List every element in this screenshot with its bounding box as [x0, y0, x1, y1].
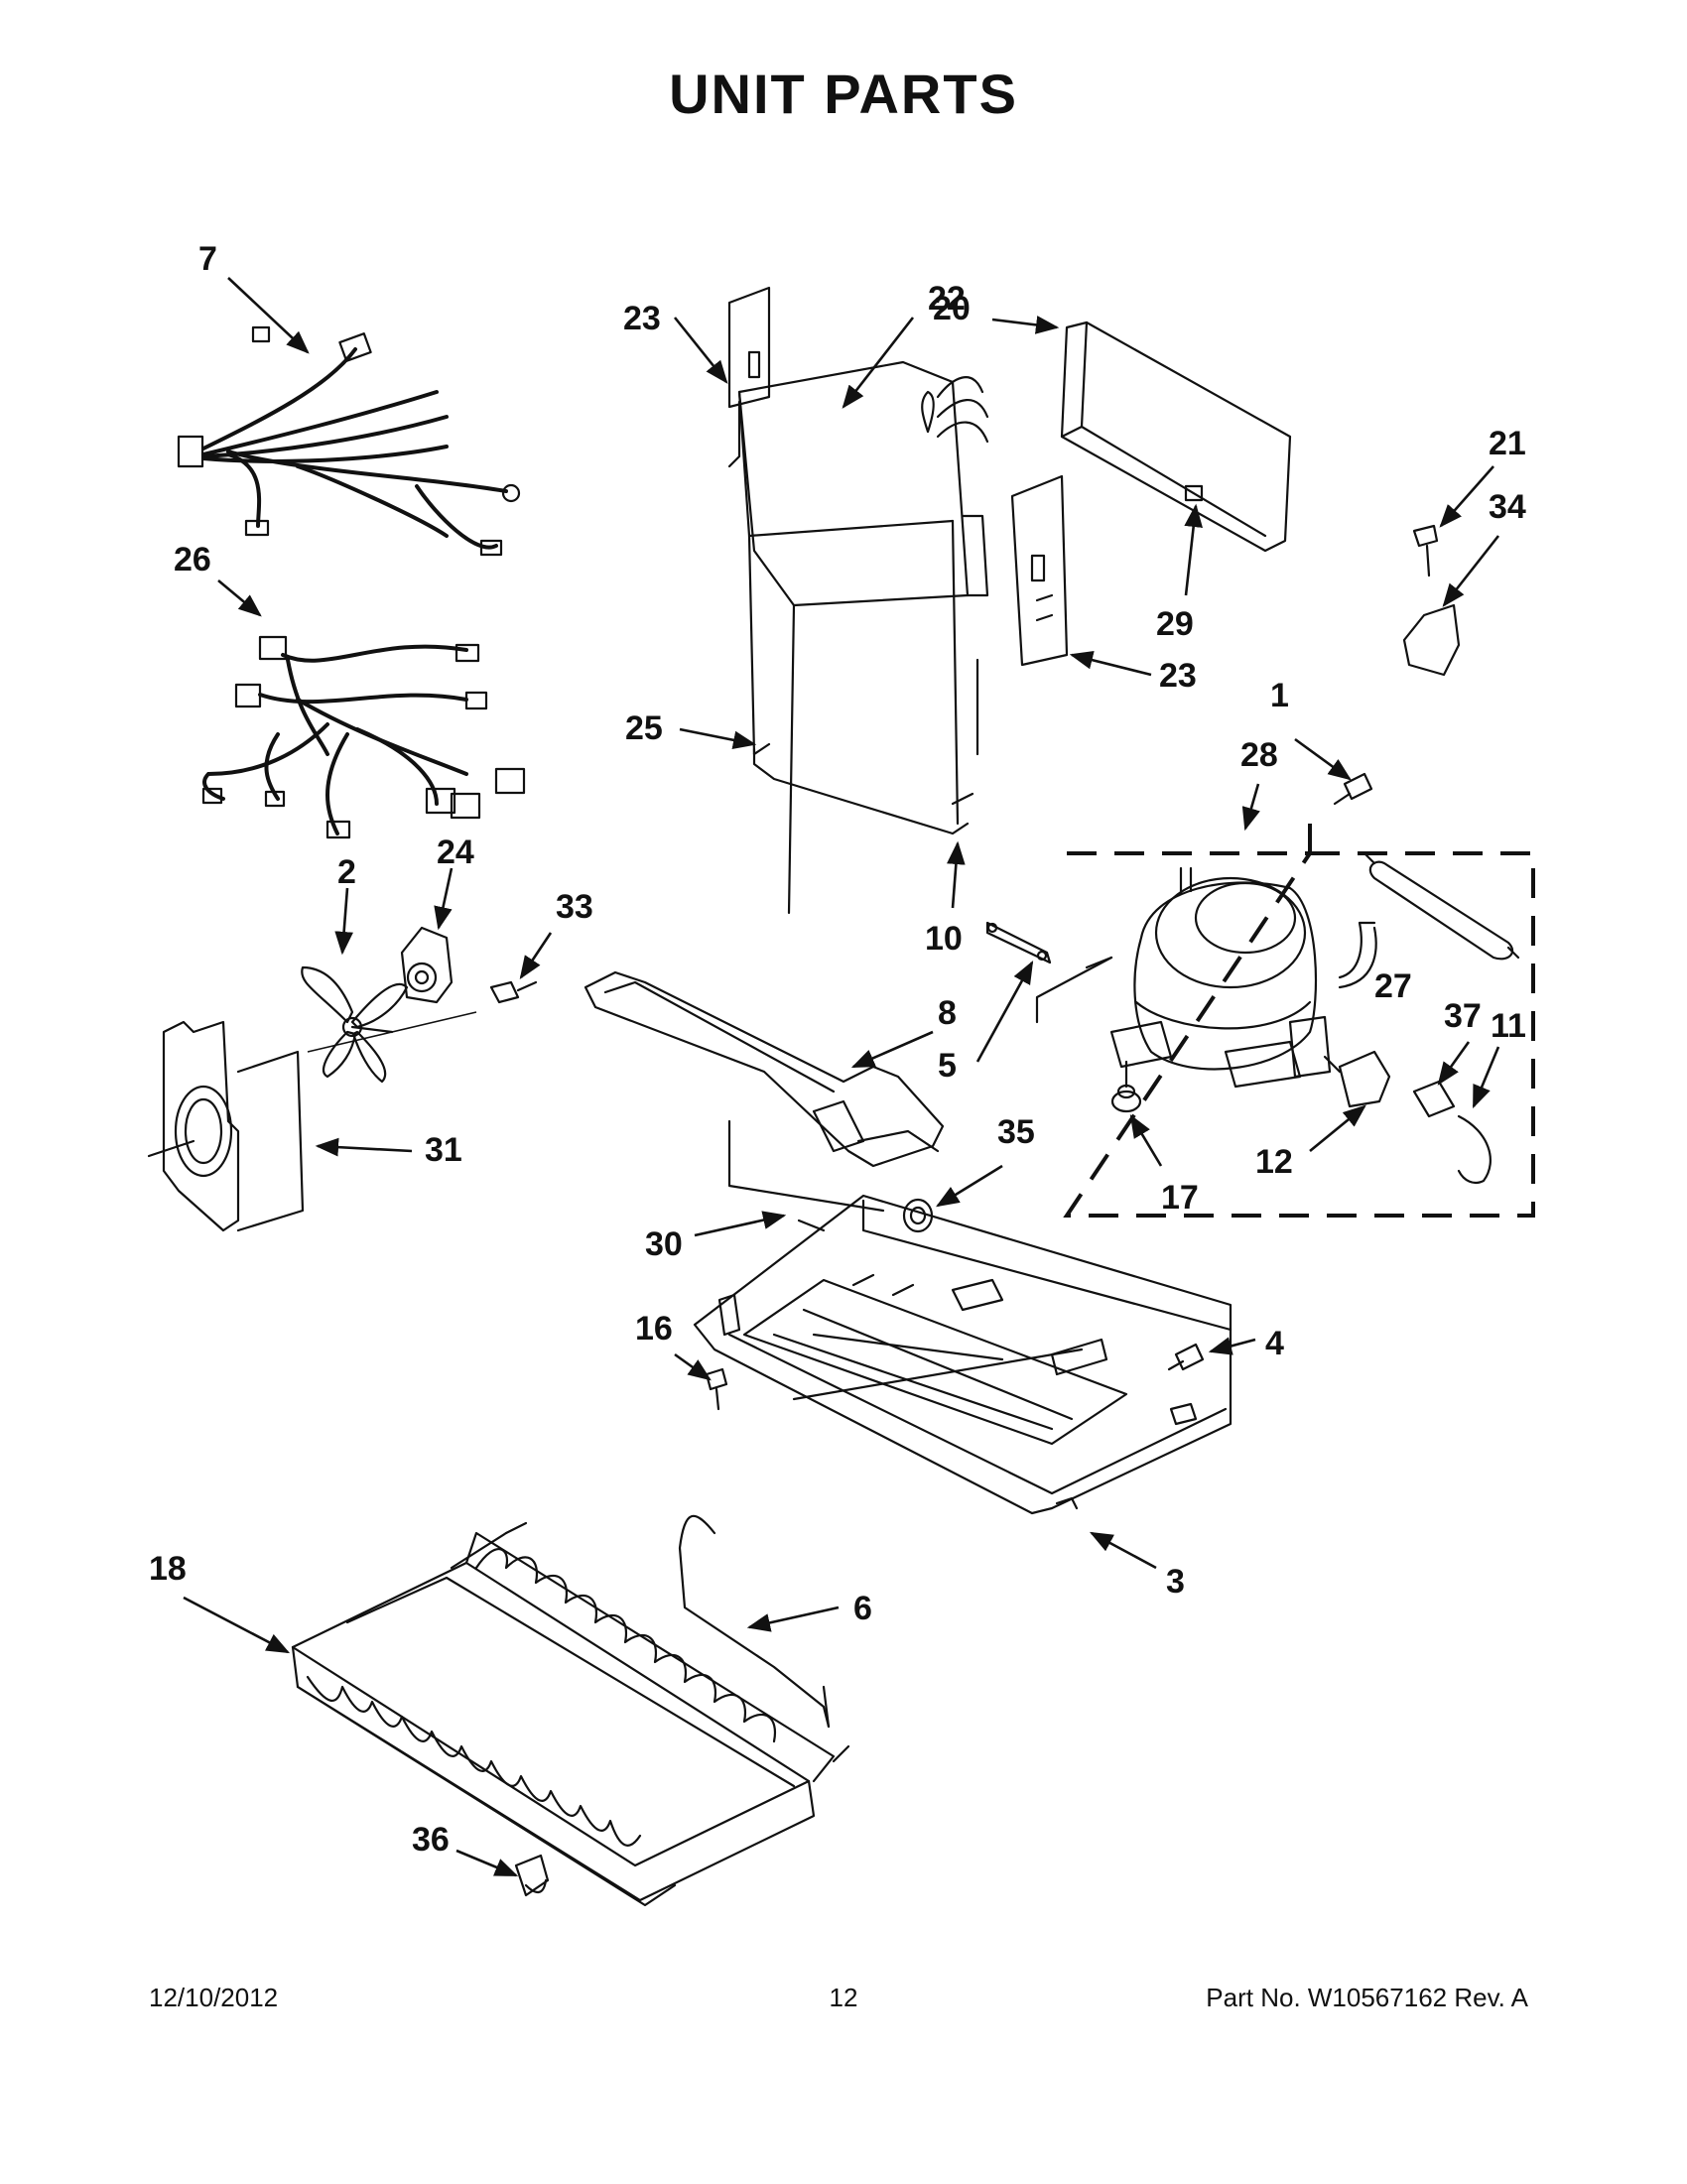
callout-29: 29: [1156, 605, 1194, 643]
leader-lines: [183, 277, 1500, 1877]
callout-16: 16: [635, 1310, 673, 1348]
overload-relay: [1323, 1050, 1391, 1108]
callout-27: 27: [1374, 967, 1412, 1005]
callout-30: 30: [645, 1225, 683, 1263]
callout-37: 37: [1444, 997, 1482, 1035]
callout-6: 6: [853, 1590, 872, 1627]
callout-18: 18: [149, 1550, 187, 1588]
callout-labels: 7 26 2 24 33 31 23 22 20 21 34 29 23 25 …: [149, 240, 1526, 1859]
callout-26: 26: [174, 541, 211, 578]
drain-pan: [584, 970, 945, 1213]
callout-7: 7: [198, 240, 217, 278]
clip-29: [1184, 484, 1204, 502]
compressor: [1035, 866, 1377, 1089]
callout-31: 31: [425, 1131, 462, 1169]
grommet-35: [902, 1198, 934, 1233]
footer-page-number: 12: [829, 1983, 858, 2012]
clip-36: [514, 1854, 550, 1897]
filter-drier: [1363, 851, 1520, 961]
callout-3: 3: [1166, 1563, 1185, 1601]
callout-21: 21: [1489, 425, 1526, 462]
callout-35: 35: [997, 1113, 1035, 1151]
footer-date: 12/10/2012: [149, 1983, 279, 2012]
pin-30: [797, 1219, 826, 1232]
callout-1: 1: [1270, 677, 1289, 714]
callout-23b: 23: [1159, 657, 1197, 695]
screw-4: [1167, 1343, 1205, 1371]
footer-part-number: Part No. W10567162 Rev. A: [1206, 1983, 1528, 2012]
callout-5: 5: [938, 1047, 957, 1085]
condenser-fan-motor: [400, 926, 454, 1004]
bracket-34: [1402, 603, 1461, 677]
callout-11: 11: [1491, 1007, 1526, 1045]
screw-16: [705, 1367, 728, 1411]
compressor-kit-boundary: [1063, 824, 1535, 1218]
evaporator-cover: [1060, 321, 1292, 553]
fan-shroud: [147, 1020, 305, 1232]
callout-22: 22: [928, 280, 966, 318]
page-title: UNIT PARTS: [669, 63, 1018, 125]
callout-36: 36: [412, 1821, 450, 1859]
wire-11: [1457, 1114, 1492, 1185]
wire-6: [678, 1514, 831, 1729]
callout-17: 17: [1161, 1179, 1199, 1217]
relay-cover-37: [1412, 1080, 1456, 1118]
screw-21: [1412, 524, 1439, 578]
callout-20: 20: [933, 290, 971, 327]
callout-33: 33: [556, 888, 593, 926]
screw-1: [1333, 772, 1373, 806]
callout-25: 25: [625, 709, 663, 747]
callout-10: 10: [925, 920, 963, 958]
strap-5: [985, 921, 1052, 964]
wire-harness-26: [201, 635, 526, 839]
callout-2: 2: [337, 853, 356, 891]
callout-24: 24: [437, 834, 474, 871]
callout-34: 34: [1489, 488, 1526, 526]
evaporator-assembly: [727, 286, 1069, 915]
callout-28: 28: [1240, 736, 1278, 774]
base-pan: [693, 1194, 1233, 1515]
screw-33: [489, 980, 538, 1004]
condenser: [291, 1521, 850, 1907]
wire-harness-7: [177, 325, 521, 557]
grommet-17: [1110, 1060, 1142, 1113]
callout-4: 4: [1265, 1325, 1284, 1362]
callout-23a: 23: [623, 300, 661, 337]
callout-8: 8: [938, 994, 957, 1032]
callout-12: 12: [1255, 1143, 1293, 1181]
condenser-fan-blade: [301, 965, 409, 1084]
